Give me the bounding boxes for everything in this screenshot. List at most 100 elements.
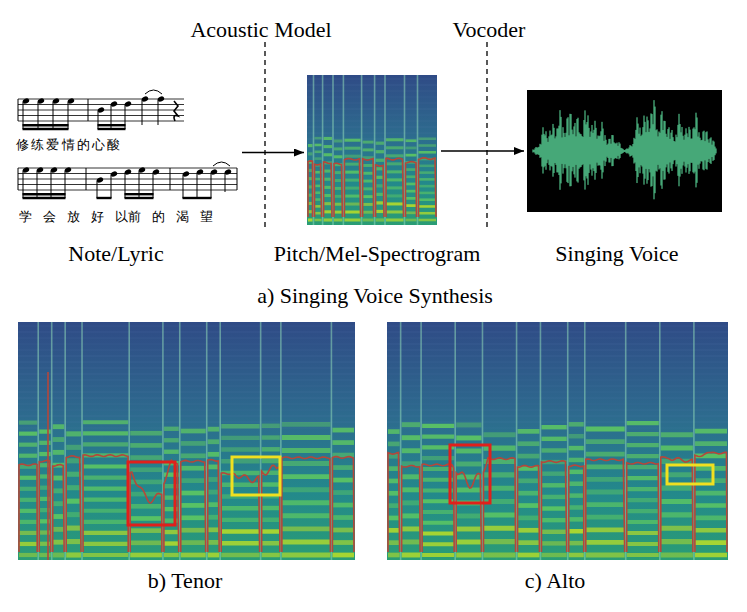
waveform-sample — [672, 130, 673, 171]
waveform-sample — [700, 138, 701, 164]
waveform-sample — [622, 148, 623, 153]
waveform-sample — [617, 143, 618, 159]
harmonic-band — [262, 435, 280, 439]
harmonic-band — [344, 218, 360, 221]
waveform-sample — [574, 126, 575, 174]
harmonic-band — [402, 553, 420, 558]
note-stem — [111, 175, 112, 199]
harmonic-band — [221, 459, 259, 463]
harmonic-band — [569, 434, 584, 439]
harmonic-band — [402, 526, 420, 531]
harmonic-band — [586, 490, 625, 495]
harmonic-band — [39, 486, 50, 490]
spectrogram-texture — [387, 362, 728, 363]
waveform-sample — [616, 144, 617, 159]
harmonic-band — [518, 478, 540, 483]
harmonic-band — [208, 490, 219, 495]
panel-label: Pitch/Mel-Spectrogram — [274, 241, 481, 266]
waveform-sample — [711, 137, 712, 164]
waveform-sample — [686, 128, 687, 172]
waveform-sample — [655, 107, 656, 194]
harmonic-band — [422, 510, 454, 514]
harmonic-band — [388, 429, 400, 434]
pitch-contour — [66, 456, 81, 552]
harmonic-band — [402, 500, 420, 505]
harmonic-band — [456, 435, 481, 440]
text-slot: Acoustic Model — [190, 17, 333, 42]
pitch-contour — [130, 472, 162, 552]
harmonic-band — [363, 187, 374, 190]
harmonic-band — [332, 440, 354, 445]
harmonic-band — [282, 422, 331, 427]
barline — [86, 168, 87, 190]
harmonic-band — [315, 157, 322, 160]
waveform-sample — [659, 132, 660, 170]
harmonic-band — [569, 553, 584, 558]
text-slot: Note/Lyric — [68, 241, 165, 266]
waveform-sample — [540, 144, 541, 158]
spectrogram-texture — [18, 404, 355, 405]
harmonic-band — [282, 474, 331, 479]
mel-spectrogram — [387, 322, 728, 560]
text-slot: b) Tenor — [148, 568, 224, 593]
pitch-contour — [39, 460, 50, 552]
harmonic-band — [334, 147, 342, 150]
harmonic-band — [541, 437, 566, 441]
waveform-sample — [668, 129, 669, 172]
harmonic-band — [332, 528, 354, 533]
spectrogram-texture — [18, 374, 355, 375]
harmonic-band — [376, 193, 384, 196]
harmonic-band — [282, 448, 331, 453]
harmonic-band — [315, 137, 322, 140]
harmonic-band — [518, 540, 540, 545]
harmonic-band — [386, 210, 404, 213]
waveform-sample — [660, 133, 661, 169]
waveform-sample — [713, 141, 714, 161]
waveform-sample — [694, 127, 695, 173]
harmonic-band — [695, 429, 727, 434]
harmonic-band — [181, 540, 206, 545]
pitch-contour — [518, 466, 540, 552]
waveform-sample — [592, 125, 593, 176]
harmonic-band — [627, 432, 659, 436]
waveform-sample — [709, 143, 710, 159]
harmonic-band — [483, 539, 515, 544]
pitch-contour — [83, 455, 128, 552]
waveform-sample — [591, 131, 592, 169]
harmonic-band — [661, 432, 693, 437]
harmonic-band — [518, 441, 540, 446]
harmonic-band — [19, 553, 37, 557]
waveform-sample — [586, 124, 587, 176]
harmonic-band — [586, 553, 625, 558]
harmonic-band — [695, 528, 727, 533]
harmonic-band — [406, 190, 417, 193]
harmonic-band — [363, 148, 374, 151]
harmonic-band — [181, 478, 206, 483]
spectrogram-texture — [387, 386, 728, 387]
waveform-sample — [663, 130, 664, 171]
harmonic-band — [19, 421, 37, 425]
harmonic-band — [344, 171, 360, 174]
pitch-contour — [208, 460, 219, 552]
note-beam — [23, 197, 66, 199]
stage-divider — [486, 42, 487, 228]
harmonic-band — [586, 477, 625, 482]
waveform-sample — [630, 145, 631, 156]
barline — [18, 99, 19, 121]
waveform-sample — [658, 136, 659, 164]
harmonic-band — [39, 452, 50, 456]
waveform-sample — [698, 137, 699, 165]
spectrogram-texture — [18, 326, 355, 327]
waveform-sample — [640, 128, 641, 174]
harmonic-band — [282, 500, 331, 505]
waveform-sample — [688, 137, 689, 164]
waveform-sample — [559, 126, 560, 175]
harmonic-band — [221, 553, 259, 557]
harmonic-band — [164, 427, 179, 431]
harmonic-band — [332, 540, 354, 545]
waveform-sample — [650, 128, 651, 172]
waveform-sample — [706, 132, 707, 169]
harmonic-band — [388, 516, 400, 521]
waveform-sample — [543, 127, 544, 173]
harmonic-band — [181, 503, 206, 508]
